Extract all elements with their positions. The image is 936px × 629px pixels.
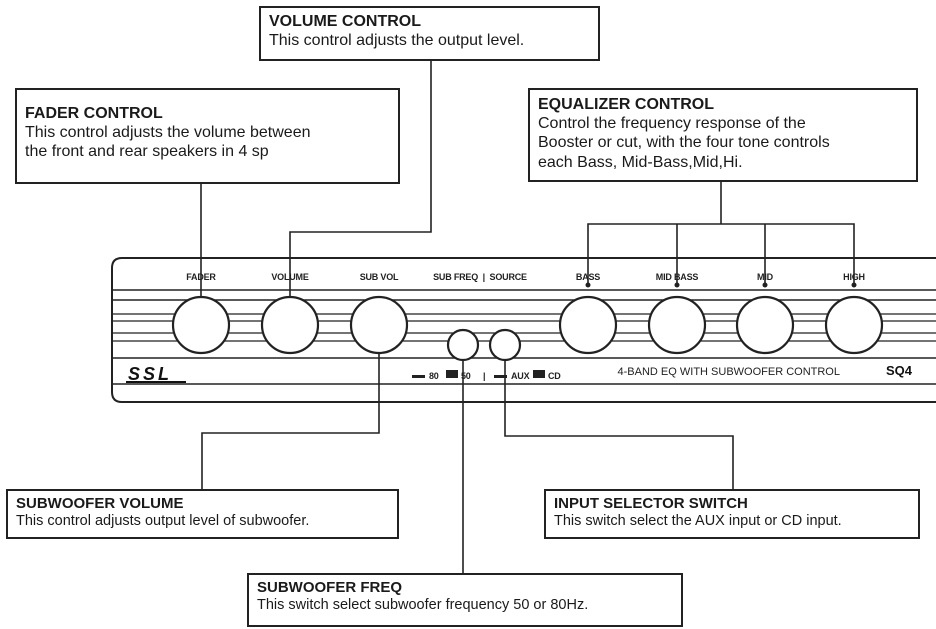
equalizer-callout-line-2: Booster or cut, with the four tone contr… [538,134,830,152]
svg-text:80: 80 [429,371,439,381]
cd-indicator-icon [533,370,545,378]
volume-callout-title: VOLUME CONTROL [269,13,421,30]
equalizer-panel [111,257,936,403]
fader-knob[interactable] [171,295,231,355]
equalizer-callout-line-1: Control the frequency response of the [538,115,806,133]
sub-freq-switch[interactable] [446,328,480,362]
svg-text:AUX: AUX [511,371,530,381]
model-number: SQ4 [886,363,913,378]
equalizer-control-callout: EQUALIZER CONTROL Control the frequency … [528,88,918,182]
fader-callout-line-2: the front and rear speakers in 4 sp [25,143,269,161]
source-switch[interactable] [488,328,522,362]
eq-indicator-dots [585,282,857,288]
switch-position-labels: 80 50 | AUX CD [412,370,561,381]
volume-knob[interactable] [260,295,320,355]
fader-callout-title: FADER CONTROL [25,105,163,122]
sub-vol-knob[interactable] [349,295,409,355]
sub-volume-callout-title: SUBWOOFER VOLUME [16,495,184,512]
freq-80-indicator-icon [412,375,425,378]
freq-50-indicator-icon [446,370,458,378]
label-sub-freq-source: SUB FREQ | SOURCE [433,272,527,282]
panel-tagline: 4-BAND EQ WITH SUBWOOFER CONTROL [618,366,840,378]
fader-control-callout: FADER CONTROL This control adjusts the v… [15,88,400,184]
svg-text:CD: CD [548,371,561,381]
sub-volume-callout-text: This control adjusts output level of sub… [16,513,310,529]
input-selector-callout: INPUT SELECTOR SWITCH This switch select… [544,489,920,539]
equalizer-callout-line-3: each Bass, Mid-Bass,Mid,Hi. [538,153,743,171]
mid-bass-knob[interactable] [647,295,707,355]
sub-freq-callout-text: This switch select subwoofer frequency 5… [257,597,589,613]
high-knob[interactable] [824,295,884,355]
aux-indicator-icon [494,375,507,378]
label-sub-vol: SUB VOL [360,272,399,282]
input-selector-callout-title: INPUT SELECTOR SWITCH [554,495,748,512]
bass-knob[interactable] [558,295,618,355]
mid-knob[interactable] [735,295,795,355]
subwoofer-volume-callout: SUBWOOFER VOLUME This control adjusts ou… [6,489,399,539]
input-selector-callout-text: This switch select the AUX input or CD i… [554,513,842,529]
brand-logo: SSL [128,364,172,384]
svg-text:|: | [483,371,485,381]
volume-control-callout: VOLUME CONTROL This control adjusts the … [259,6,600,61]
equalizer-callout-title: EQUALIZER CONTROL [538,96,714,113]
fader-callout-line-1: This control adjusts the volume between [25,124,311,142]
sub-freq-callout-title: SUBWOOFER FREQ [257,579,402,596]
subwoofer-freq-callout: SUBWOOFER FREQ This switch select subwoo… [247,573,683,627]
volume-callout-text: This control adjusts the output level. [269,32,525,50]
svg-text:50: 50 [461,371,471,381]
leader-lines [200,60,855,574]
